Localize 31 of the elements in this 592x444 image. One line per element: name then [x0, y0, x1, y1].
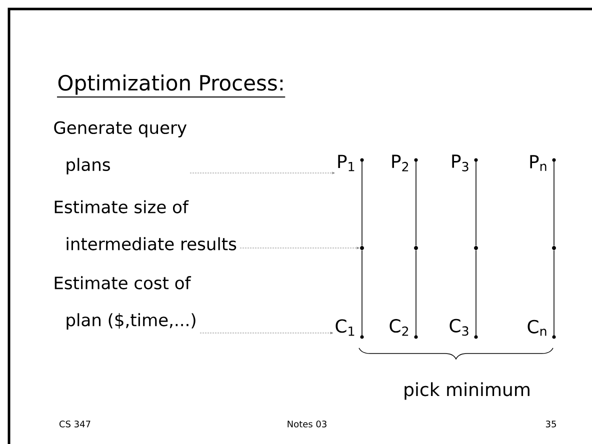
point	[474, 246, 478, 250]
plan-point: P$_{n}$	[530, 155, 556, 171]
node-label: C$_{n}$	[528, 320, 546, 336]
point	[414, 246, 418, 250]
leader-arrow	[200, 332, 334, 334]
leader-arrow	[190, 172, 335, 174]
node-label: P$_{2}$	[392, 154, 408, 172]
node-label: C$_{1}$	[336, 319, 354, 336]
plan-point: P$_{3}$	[452, 154, 478, 172]
node-label: P$_{n}$	[530, 155, 546, 171]
node-label: C$_{3}$	[450, 318, 468, 336]
footer-text: Notes 03	[288, 420, 326, 428]
title: Optimization Process:	[56, 74, 286, 98]
node-label: C$_{2}$	[390, 319, 408, 336]
point	[360, 246, 364, 250]
node-label: P$_{1}$	[338, 154, 354, 172]
plan-point: P$_{1}$	[338, 154, 364, 172]
step-text: Estimate size of intermediate results	[54, 200, 236, 250]
page-number: 35	[546, 420, 556, 428]
step-text: Generate query plans	[54, 121, 187, 174]
node-label: P$_{3}$	[452, 154, 468, 172]
cost-point: C$_{n}$	[528, 320, 556, 339]
cost-point: C$_{2}$	[390, 319, 418, 339]
leader-arrow	[240, 246, 360, 250]
cost-point: C$_{3}$	[450, 318, 478, 339]
footer-text: CS 347	[60, 420, 90, 428]
plan-point: P$_{2}$	[392, 154, 418, 172]
point	[552, 246, 556, 250]
brace-label: pick minimum	[404, 382, 530, 400]
cost-point: C$_{1}$	[336, 319, 364, 339]
step-text: Estimate cost of plan ($,time,...)	[54, 276, 196, 330]
